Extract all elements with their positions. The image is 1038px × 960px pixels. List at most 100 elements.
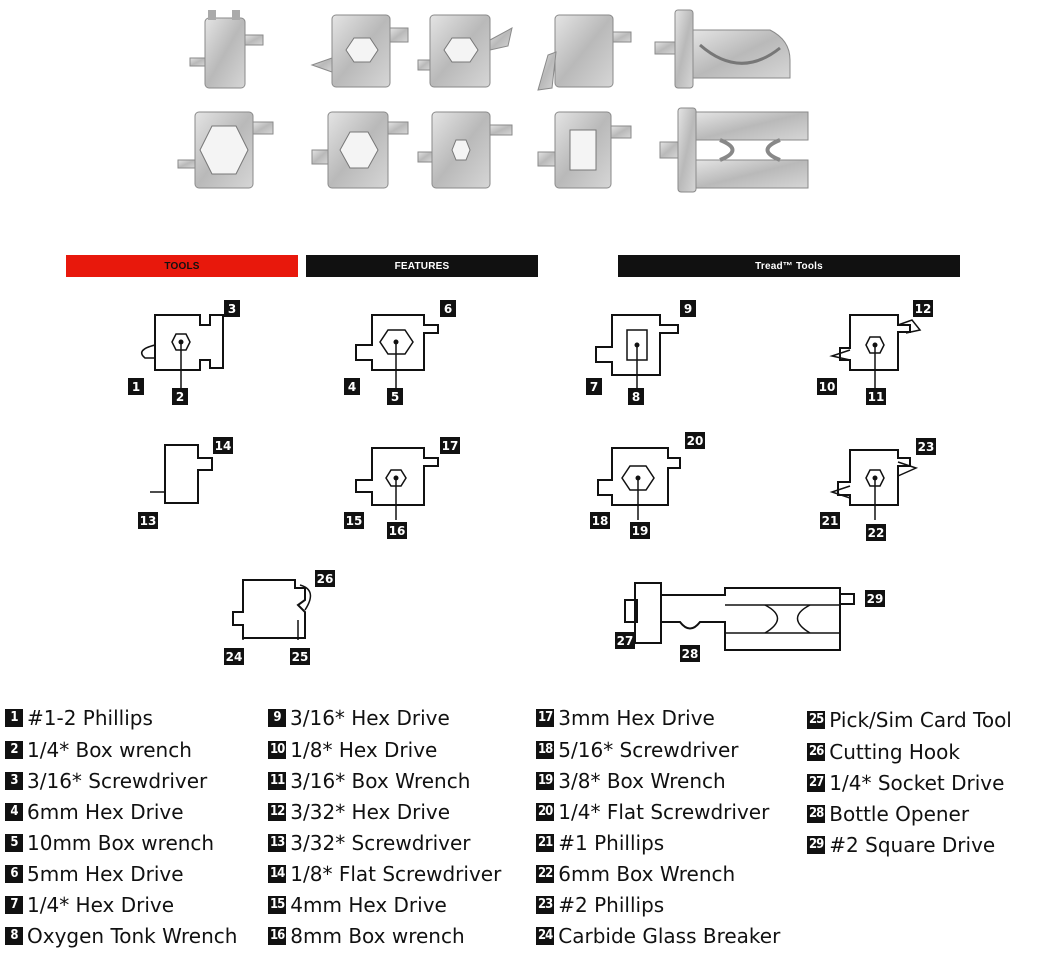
callout-badge: 24 [224,648,244,665]
legend-number: 28 [807,805,826,823]
callout-badge: 11 [866,388,886,405]
header-features-label: FEATURES [394,260,450,272]
callout-badge: 20 [685,432,705,449]
legend-number: 24 [536,927,555,945]
callout-badge-number: 17 [442,439,459,453]
callout-badge: 8 [628,388,644,405]
callout-badge: 16 [387,522,407,539]
link-photo [537,111,632,189]
link-diagram [829,449,919,520]
legend-label: 1/4* Flat Screwdriver [558,800,770,824]
callout-badge-number: 18 [592,514,609,528]
product-photo [177,9,809,193]
callout-badge: 17 [440,437,460,454]
callout-badge-number: 7 [590,380,598,394]
callout-badge-number: 8 [632,390,640,404]
legend-label: Oxygen Tonk Wrench [27,924,238,948]
legend-label: 8mm Box wrench [290,924,465,948]
legend-label: 6mm Box Wrench [558,862,736,886]
callout-badge: 19 [630,522,650,539]
callout-badge-number: 11 [868,390,885,404]
legend-number: 17 [536,709,555,727]
header-features: FEATURES [306,255,538,277]
link-diagram [829,314,922,388]
link-photo [189,10,264,89]
link-diagram [597,447,681,520]
callout-badge-number: 3 [228,302,236,316]
legend-label: 3/16* Box Wrench [290,769,471,793]
callout-badge-number: 6 [444,302,452,316]
callout-badge-number: 19 [632,524,649,538]
callout-badge-number: 16 [389,524,406,538]
legend-label: 1/4* Box wrench [27,738,192,762]
header-tools-label: TOOLS [164,260,200,272]
header-tread-tools: Tread™ Tools [618,255,960,277]
link-diagram [624,582,855,651]
callout-badge-number: 10 [819,380,836,394]
legend-number: 19 [536,772,555,790]
link-photo [537,14,632,91]
legend-label: 1/8* Hex Drive [290,738,438,762]
legend-number: 13 [268,834,287,852]
callout-badge: 22 [866,524,886,541]
legend-number: 14 [268,865,287,883]
link-diagram [355,314,439,388]
legend-number: 1 [5,709,23,727]
legend-number: 3 [5,772,23,790]
legend-label: 1/4* Hex Drive [27,893,175,917]
callout-badge: 12 [913,300,933,317]
legend-number: 9 [268,709,286,727]
legend-label: #1 Phillips [558,831,665,855]
link-diagram [150,444,213,504]
legend-number: 6 [5,865,23,883]
callout-badge: 25 [290,648,310,665]
link-photo [417,14,513,88]
legend-label: Carbide Glass Breaker [558,924,781,948]
callout-badge-number: 4 [348,380,356,394]
callout-badge: 15 [344,512,364,529]
callout-badge-number: 1 [132,380,140,394]
legend-number: 11 [268,772,287,790]
callout-badge-number: 23 [918,440,935,454]
callout-badge: 29 [865,590,885,607]
callout-badge-number: 21 [822,514,839,528]
callout-badge-number: 26 [317,572,334,586]
legend-label: 3/32* Hex Drive [290,800,451,824]
legend-number: 23 [536,896,555,914]
legend-label: 5/16* Screwdriver [558,738,739,762]
legend-label: 3/16* Hex Drive [290,706,450,730]
legend-label: 1/4* Socket Drive [829,771,1005,795]
callout-badge: 6 [440,300,456,317]
legend-label: 3mm Hex Drive [558,706,715,730]
legend-label: 10mm Box wrench [27,831,215,855]
legend-number: 27 [807,774,826,792]
callout-badge: 2 [172,388,188,405]
callout-badge-number: 14 [215,439,232,453]
link-photo [417,111,513,189]
legend-label: #1-2 Phillips [27,706,153,730]
legend-number: 2 [5,741,23,759]
legend-number: 5 [5,834,23,852]
callout-badge: 14 [213,437,233,454]
callout-badge-number: 27 [617,634,634,648]
callout-badge: 28 [680,645,700,662]
callout-badge-number: 13 [140,514,157,528]
callout-badge: 5 [387,388,403,405]
legend-number: 10 [268,741,287,759]
link-photo [654,9,791,89]
